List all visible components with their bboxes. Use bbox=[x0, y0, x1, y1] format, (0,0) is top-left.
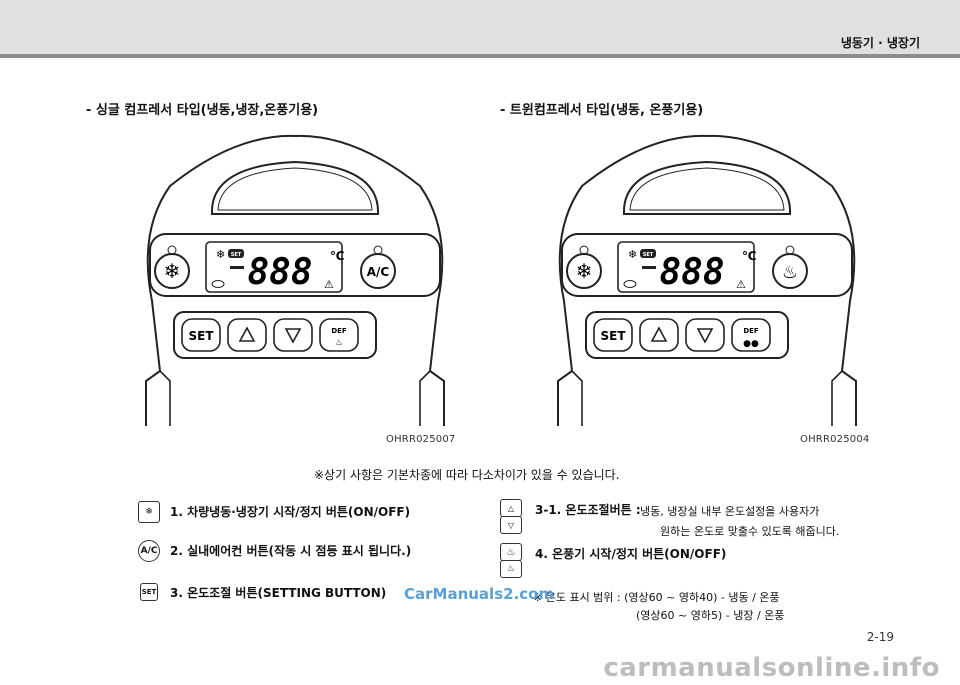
page-number: 2-19 bbox=[866, 630, 894, 644]
single-type-title: - 싱글 컴프레서 타입(냉동,냉장,온풍기용) bbox=[86, 103, 319, 118]
up-arrow-icon: △ bbox=[500, 499, 522, 517]
svg-text:888: 888 bbox=[247, 252, 312, 293]
site-watermark: CarManuals2.com bbox=[404, 585, 555, 603]
legend-item-1: 1. 차량냉동·냉장기 시작/정지 버튼(ON/OFF) bbox=[170, 505, 411, 519]
svg-text:888: 888 bbox=[659, 252, 724, 293]
ac-icon: A/C bbox=[367, 265, 390, 279]
legend-item-3-1-desc-1: 냉동, 냉장실 내부 온도설정을 사용자가 bbox=[640, 505, 820, 518]
legend-item-3-1: 3-1. 온도조절버튼 : bbox=[535, 503, 641, 517]
defrost-icon: ♨ bbox=[500, 560, 522, 578]
heater-icon: ♨ bbox=[782, 262, 798, 283]
snowflake-icon: ❄ bbox=[138, 501, 160, 523]
down-arrow-icon: ▽ bbox=[500, 516, 522, 534]
legend-item-3-1-desc-2: 원하는 온도로 맞출수 있도록 해줍니다. bbox=[660, 525, 840, 538]
warning-icon: ⚠ bbox=[324, 278, 334, 291]
up-arrow-icon bbox=[238, 326, 256, 342]
svg-text:SET: SET bbox=[231, 252, 242, 258]
temperature-range-line-2: (영상60 ~ 영하5) - 냉장 / 온풍 bbox=[636, 609, 785, 622]
single-controller-figure: ❄ A/C ❄ SET 888 ℃ ⚠ SET DEF ♨ bbox=[145, 134, 445, 426]
legend-item-3: 3. 온도조절 버튼(SETTING BUTTON) bbox=[170, 586, 387, 600]
chapter-title: 냉동기 · 냉장기 bbox=[840, 36, 920, 50]
svg-text:❄: ❄ bbox=[216, 248, 225, 261]
svg-text:⚠: ⚠ bbox=[736, 278, 746, 291]
svg-text:●●: ●● bbox=[743, 339, 759, 349]
svg-text:❄: ❄ bbox=[576, 259, 593, 283]
temperature-range-line-1: ※ 온도 표시 범위 : (영상60 ~ 영하40) - 냉동 / 온풍 bbox=[533, 591, 780, 604]
heater-icon: ♨ bbox=[500, 543, 522, 561]
set-icon: SET bbox=[140, 583, 158, 601]
svg-text:❄: ❄ bbox=[628, 248, 637, 261]
single-figure-code: OHRR025007 bbox=[386, 434, 456, 445]
svg-text:SET: SET bbox=[600, 329, 626, 343]
svg-text:SET: SET bbox=[643, 252, 654, 258]
svg-text:SET: SET bbox=[188, 329, 214, 343]
defrost-icon: DEF bbox=[331, 327, 347, 335]
twin-type-title: - 트윈컴프레서 타입(냉동, 온풍기용) bbox=[500, 103, 704, 118]
top-divider bbox=[0, 54, 960, 58]
svg-text:♨: ♨ bbox=[335, 338, 343, 348]
twin-figure-code: OHRR025004 bbox=[800, 434, 870, 445]
down-arrow-icon bbox=[284, 328, 302, 344]
legend-item-2: 2. 실내에어컨 버튼(작동 시 점등 표시 됩니다.) bbox=[170, 544, 412, 558]
svg-text:℃: ℃ bbox=[742, 249, 757, 263]
snowflake-icon: ❄ bbox=[164, 259, 181, 283]
footer-watermark: carmanualsonline.info bbox=[603, 653, 940, 683]
svg-text:DEF: DEF bbox=[743, 327, 759, 335]
svg-text:℃: ℃ bbox=[330, 249, 345, 263]
footer bbox=[0, 651, 960, 685]
ac-icon: A/C bbox=[138, 540, 160, 562]
legend-item-4: 4. 온풍기 시작/정지 버튼(ON/OFF) bbox=[535, 547, 727, 561]
twin-controller-figure: ❄ ♨ ❄ SET 888 ℃ ⚠ SET DEF ●● bbox=[557, 134, 857, 426]
variation-note: ※상기 사항은 기본차종에 따라 다소차이가 있을 수 있습니다. bbox=[314, 468, 620, 482]
top-bar bbox=[0, 0, 960, 54]
